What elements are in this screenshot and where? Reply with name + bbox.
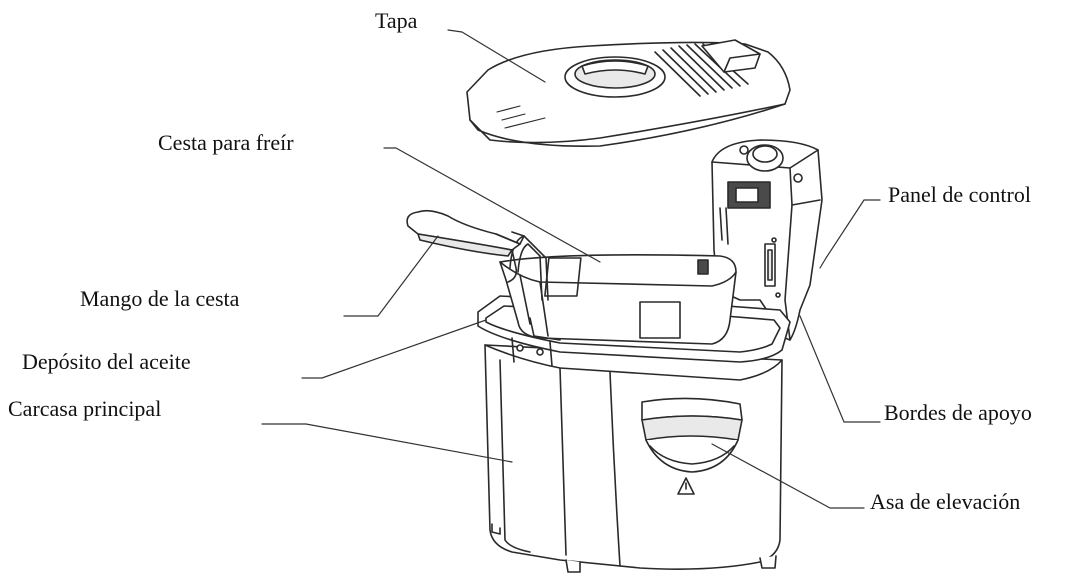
- label-lifting-handle: Asa de elevación: [870, 489, 1021, 514]
- label-support-edges: Bordes de apoyo: [884, 400, 1032, 425]
- label-main-housing: Carcasa principal: [8, 396, 162, 421]
- basket-handle: [406, 209, 525, 283]
- label-control-panel: Panel de control: [888, 182, 1031, 207]
- leader-lines: [261, 29, 881, 509]
- label-lid: Tapa: [375, 8, 418, 33]
- lifting-handle: [641, 397, 743, 473]
- label-basket-handle: Mango de la cesta: [80, 286, 240, 311]
- lid-vent-slots: [654, 43, 749, 97]
- main-housing: [484, 344, 783, 573]
- label-frying-basket: Cesta para freír: [158, 130, 294, 155]
- frying-basket: [499, 235, 737, 345]
- label-oil-tank: Depósito del aceite: [22, 349, 191, 374]
- warning-triangle-icon: [677, 477, 695, 495]
- lid: [466, 39, 791, 147]
